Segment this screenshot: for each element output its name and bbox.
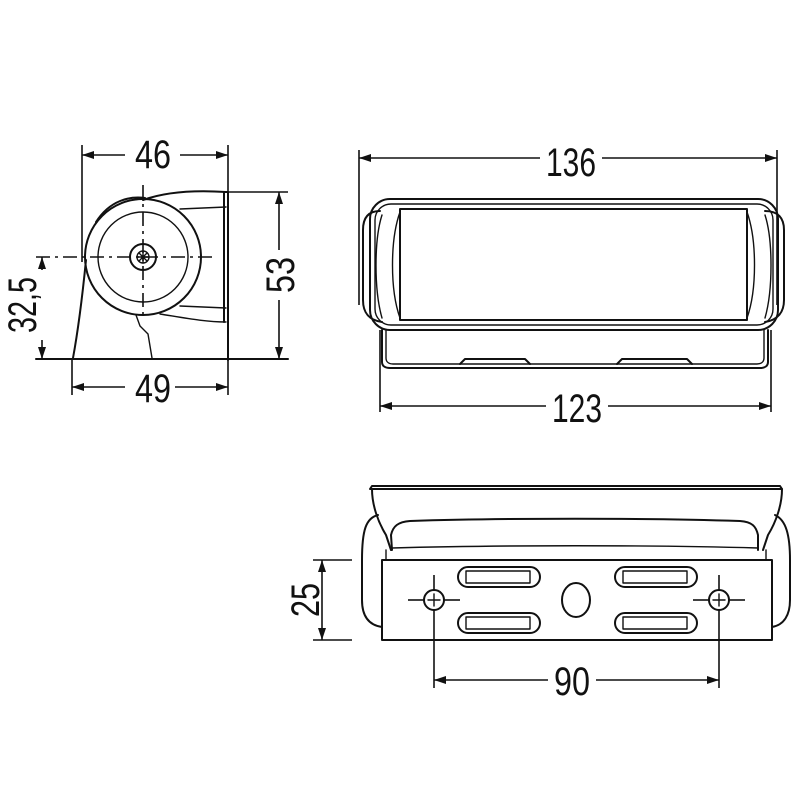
dim-46-label: 46 xyxy=(135,133,171,177)
dim-136-label: 136 xyxy=(546,141,596,185)
dim-25-label: 25 xyxy=(284,583,328,617)
slot xyxy=(457,612,541,634)
side-view-body xyxy=(35,190,289,361)
bottom-view-body xyxy=(361,485,791,688)
dimension-hole-spacing: 90 xyxy=(434,660,719,704)
dim-90-label: 90 xyxy=(554,660,590,704)
dimension-center-height: 32,5 xyxy=(1,257,46,359)
mounting-hole-right xyxy=(693,575,745,688)
dimension-top-width: 46 xyxy=(82,133,228,177)
front-view: 136 123 xyxy=(358,141,785,431)
dimension-overall-width: 136 xyxy=(359,141,777,185)
slot xyxy=(614,566,698,588)
dim-32-5-label: 32,5 xyxy=(1,277,45,333)
slot xyxy=(457,566,541,588)
dimension-bracket-width: 123 xyxy=(380,387,771,431)
dim-53-label: 53 xyxy=(259,257,303,293)
dim-123-label: 123 xyxy=(552,387,602,431)
front-view-body xyxy=(362,198,785,369)
center-hole xyxy=(561,582,591,618)
side-view: 46 49 53 32,5 xyxy=(1,133,303,411)
dimension-bracket-height: 25 xyxy=(284,560,328,640)
dimension-bottom-width: 49 xyxy=(72,367,228,411)
mounting-hole-left xyxy=(408,575,460,688)
dimension-height: 53 xyxy=(259,192,303,359)
bottom-view: 25 90 xyxy=(284,485,791,704)
dim-49-label: 49 xyxy=(135,367,171,411)
slot xyxy=(614,612,698,634)
